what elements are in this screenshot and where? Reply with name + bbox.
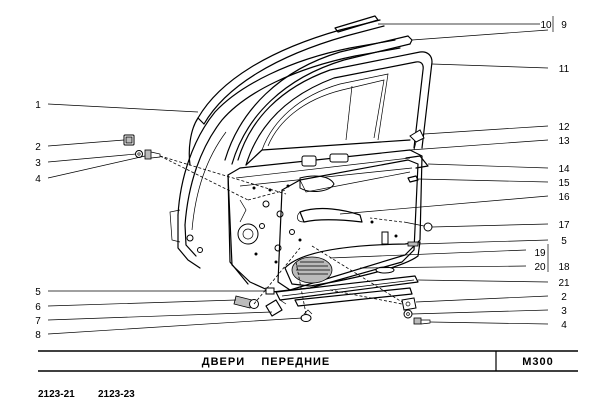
leader-lines [47,16,554,335]
callout-5-right: 5 [561,236,567,247]
callout-10: 10 [540,20,552,31]
assembly-dashed-lines [159,155,403,315]
callout-3-left: 3 [35,158,41,169]
callout-2-left: 2 [35,142,41,153]
window-channel [224,15,413,165]
callout-4-left: 4 [35,174,41,185]
callout-3-right: 3 [561,306,567,317]
rod-14 [405,155,429,169]
callout-9: 9 [561,20,567,31]
sheet-title: ДВЕРИ ПЕРЕДНИЕ [202,356,331,368]
sheet-code: М300 [522,356,554,368]
bushing-5-left [265,287,275,295]
callout-14: 14 [558,164,570,175]
screw-4-left [144,149,161,160]
title-block: ДВЕРИ ПЕРЕДНИЕ М300 2123-21 2123-23 [38,350,578,400]
screw-4-right [413,317,431,325]
screw-15 [407,175,419,183]
screw-17 [403,221,433,232]
clip-2-left [123,134,135,146]
plug-8 [300,309,313,322]
callout-11: 11 [559,64,570,75]
screw-6 [233,295,259,309]
washer-3-right [403,309,413,319]
callout-5-left: 5 [35,287,41,298]
callout-6: 6 [35,302,41,313]
callout-15: 15 [558,178,570,189]
model-code-2: 2123-23 [98,389,135,400]
callout-18: 18 [558,262,570,273]
callout-2-right: 2 [561,292,567,303]
callout-12: 12 [558,122,570,133]
callout-13: 13 [558,136,570,147]
callout-17: 17 [558,220,570,231]
door-frame [237,51,433,166]
callout-19: 19 [534,248,546,259]
callout-16: 16 [558,192,570,203]
callout-7: 7 [35,316,41,327]
door-trim-panel [277,159,421,291]
body-door-opening [169,39,401,269]
door-opening-seal [188,19,385,166]
model-code-1: 2123-21 [38,389,75,400]
lock-button-12 [409,129,425,151]
callout-20: 20 [534,262,546,273]
callout-8: 8 [35,330,41,341]
callout-1: 1 [35,100,41,111]
lower-panel-strip [294,287,413,307]
callout-numbers: 1 2 3 4 5 6 7 8 10 9 11 12 13 14 15 16 1… [35,20,570,341]
clip-2-right [401,297,417,311]
callout-4-right: 4 [561,320,567,331]
callout-21: 21 [558,278,570,289]
